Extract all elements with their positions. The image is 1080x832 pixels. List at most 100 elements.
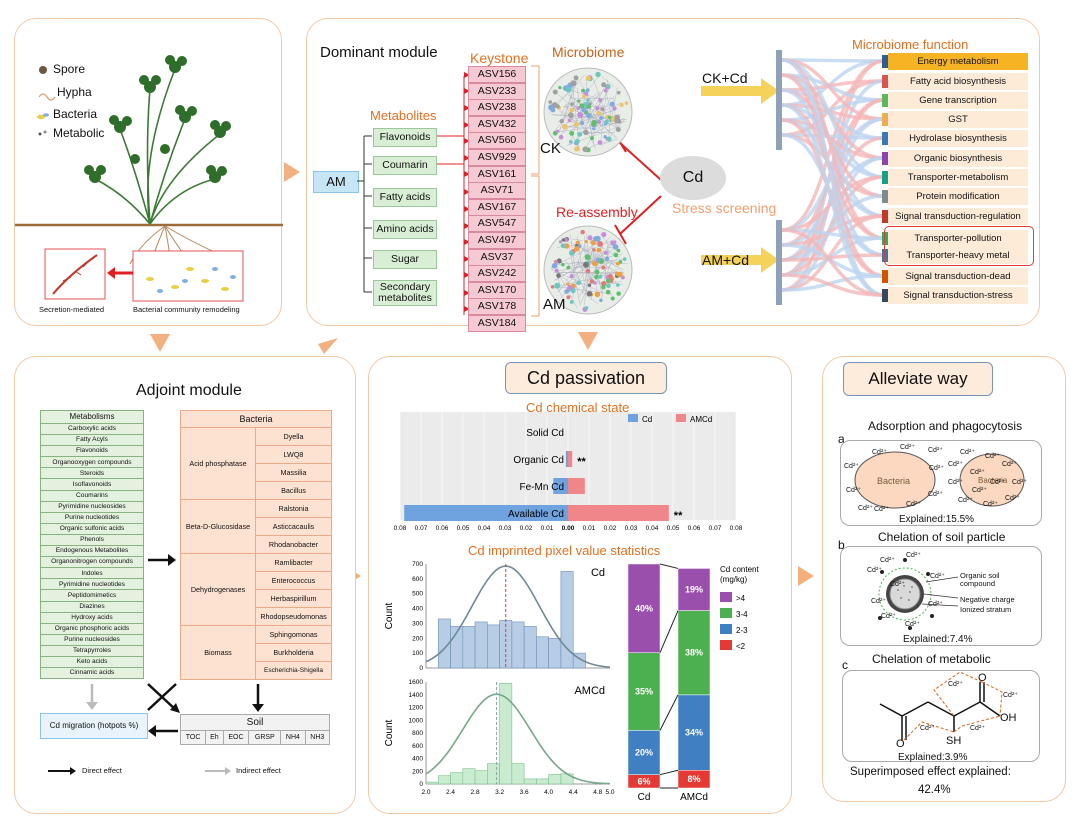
network-node [566, 282, 570, 286]
sankey-flow [781, 103, 885, 297]
network-node [584, 254, 591, 261]
tick-label: 0.07 [415, 525, 428, 532]
pixel-stats-title: Cd imprinted pixel value statistics [468, 543, 661, 558]
atom-oh: OH [1000, 712, 1017, 724]
molecule-illustration [879, 671, 1003, 741]
legend-swatch [720, 592, 732, 602]
network-node [594, 269, 600, 275]
function-item: Signal transduction-stress [888, 287, 1028, 304]
network-node [567, 118, 572, 123]
caption-secretion: Secretion-mediated [39, 305, 105, 314]
legend-swatch [628, 414, 638, 422]
cd-ion: Cd²⁺ [929, 465, 944, 472]
segment-label: 19% [685, 585, 703, 595]
metabolite-flavonoids: Flavonoids [373, 128, 437, 147]
sankey-node [882, 270, 888, 283]
network-node [551, 263, 558, 269]
network-node [603, 250, 608, 255]
cd-ion: Cd²⁺ [970, 469, 985, 476]
connector-line [659, 769, 679, 776]
enzyme-group: Beta-D-Glucosidase [180, 499, 256, 554]
category-label: Available Cd [508, 509, 564, 520]
histogram-bar [450, 772, 464, 785]
network-node [574, 146, 580, 152]
chelation-metabolic-title: Chelation of metabolic [872, 652, 991, 666]
network-node [613, 252, 619, 258]
network-node [577, 112, 584, 118]
cd-ion: Cd²⁺ [900, 444, 915, 451]
network-node [619, 102, 624, 108]
y-tick-label: 600 [412, 743, 423, 750]
y-tick-label: 400 [412, 756, 423, 763]
y-tick-label: 100 [412, 650, 423, 657]
network-node [612, 244, 619, 250]
histogram-bar [462, 768, 476, 785]
cd-ion: Cd²⁺ [928, 447, 943, 454]
dominant-connectors [357, 65, 779, 317]
network-node [592, 127, 596, 131]
cd-ion: Cd²⁺ [905, 621, 920, 628]
legend-title: Cd content [720, 565, 759, 574]
metabolism-item: Carboxylic acids [40, 422, 144, 436]
function-item: Hydrolase biosynthesis [888, 130, 1028, 147]
network-edge [563, 239, 619, 265]
sankey-node [882, 249, 888, 262]
metabolism-item: Pyrimidine nucleosides [40, 500, 144, 513]
network-node [606, 136, 612, 142]
y-tick-label: 1400 [409, 692, 424, 699]
category-label: Fe-Mn Cd [520, 482, 564, 493]
function-item: Organic biosynthesis [888, 150, 1028, 167]
tick-label: 0.04 [478, 525, 491, 532]
caption-remodeling: Bacterial community remodeling [133, 305, 240, 314]
histogram-bar [560, 773, 574, 785]
chelation-soil-box [840, 546, 1042, 646]
network-edge [572, 85, 580, 149]
network-node [564, 289, 569, 294]
enzyme-group: Biomass [180, 625, 256, 680]
histogram-amcd: 02004006008001000120014001600AMCdCount2.… [384, 679, 615, 796]
y-tick-label: 200 [412, 768, 423, 775]
y-tick-label: 500 [412, 591, 423, 598]
legend-swatch [720, 608, 732, 618]
bacteria-genus: Sphingomonas [255, 625, 332, 644]
segment-label: 8% [687, 774, 700, 784]
stacked-segment [627, 652, 661, 731]
keystone-asv: ASV37 [468, 248, 526, 266]
histogram-bar [437, 775, 451, 785]
cd-ion: Cd²⁺ [948, 479, 963, 486]
network-node [601, 232, 607, 238]
sankey-node [882, 190, 888, 203]
sankey-node [882, 75, 888, 88]
function-item: Energy metabolism [888, 53, 1028, 70]
tick-label: 0.02 [520, 525, 533, 532]
atom-o-1: O [896, 738, 905, 750]
sankey-node [882, 289, 888, 302]
function-item: Transporter-pollution [888, 230, 1028, 247]
legend-metabolic: Metabolic [53, 126, 105, 140]
network-node [586, 291, 593, 297]
x-tick-label: 2.8 [471, 789, 480, 796]
network-node [550, 107, 556, 113]
sankey-node [882, 55, 888, 68]
tick-label: 0.00 [562, 525, 575, 532]
network-edge [608, 109, 612, 136]
soil-item: Eh [205, 730, 224, 745]
network-node [554, 282, 561, 289]
function-item: Fatty acid biosynthesis [888, 73, 1028, 90]
chelation-soil-title: Chelation of soil particle [878, 530, 1006, 544]
network-node [565, 86, 572, 93]
network-edge [577, 258, 580, 266]
tick-label: 0.06 [436, 525, 449, 532]
network-node [590, 136, 595, 141]
keystone-title: Keystone [470, 50, 529, 66]
y-tick-label: 300 [412, 620, 423, 627]
histogram-bar [536, 636, 549, 669]
network-node [569, 107, 575, 113]
x-tick-label: 2.0 [421, 789, 430, 796]
bacteria-header: Bacteria [180, 410, 332, 428]
bacteria-genus: LWQ8 [255, 445, 332, 464]
network-node [569, 130, 575, 136]
